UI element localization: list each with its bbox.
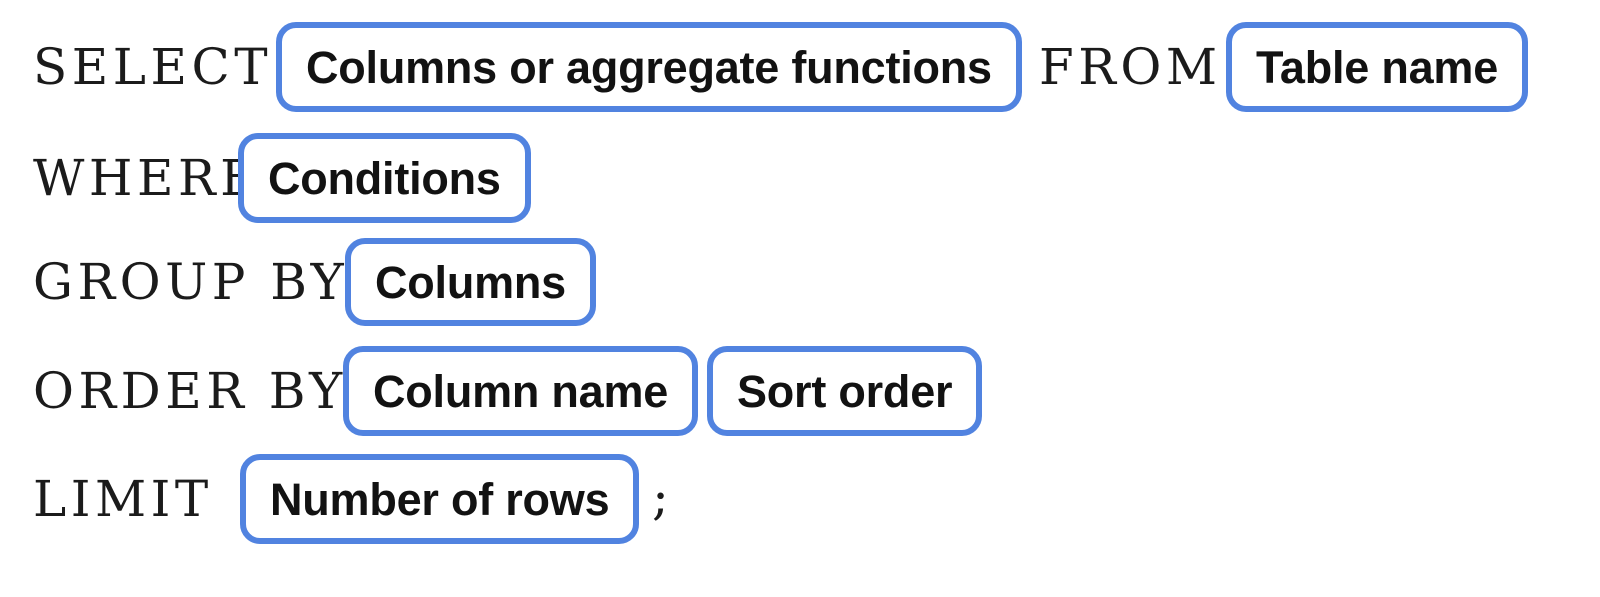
sql-keyword-where: WHERE (33, 149, 262, 207)
placeholder-select-columns[interactable]: Columns or aggregate functions (276, 22, 1022, 112)
placeholder-sort-order[interactable]: Sort order (707, 346, 983, 436)
syntax-line-limit: LIMIT Number of rows ; (0, 454, 1600, 544)
placeholder-group-columns[interactable]: Columns (345, 238, 596, 326)
syntax-line-where: WHERE Conditions (0, 133, 1600, 223)
sql-keyword-from: FROM (1039, 38, 1222, 96)
placeholder-label-number-of-rows: Number of rows (270, 473, 610, 525)
statement-terminator-semicolon: ; (652, 468, 669, 526)
placeholder-order-column-name[interactable]: Column name (343, 346, 699, 436)
placeholder-label-conditions: Conditions (268, 152, 501, 204)
placeholder-table-name[interactable]: Table name (1226, 22, 1528, 112)
sql-keyword-order-by: ORDER BY (33, 362, 347, 420)
sql-keyword-limit: LIMIT (33, 470, 213, 528)
placeholder-conditions[interactable]: Conditions (238, 133, 531, 223)
placeholder-label-group-columns: Columns (375, 256, 566, 308)
placeholder-label-table-name: Table name (1256, 41, 1498, 93)
placeholder-number-of-rows[interactable]: Number of rows (240, 454, 640, 544)
placeholder-label-sort-order: Sort order (737, 365, 953, 417)
syntax-line-group-by: GROUP BY Columns (0, 238, 1600, 326)
placeholder-label-select-columns: Columns or aggregate functions (306, 41, 992, 93)
sql-keyword-select: SELECT (33, 38, 273, 96)
syntax-line-select: SELECT Columns or aggregate functions FR… (0, 22, 1600, 112)
syntax-line-order-by: ORDER BY Column name Sort order (0, 346, 1600, 436)
placeholder-label-order-column-name: Column name (373, 365, 669, 417)
sql-keyword-group-by: GROUP BY (33, 253, 349, 311)
